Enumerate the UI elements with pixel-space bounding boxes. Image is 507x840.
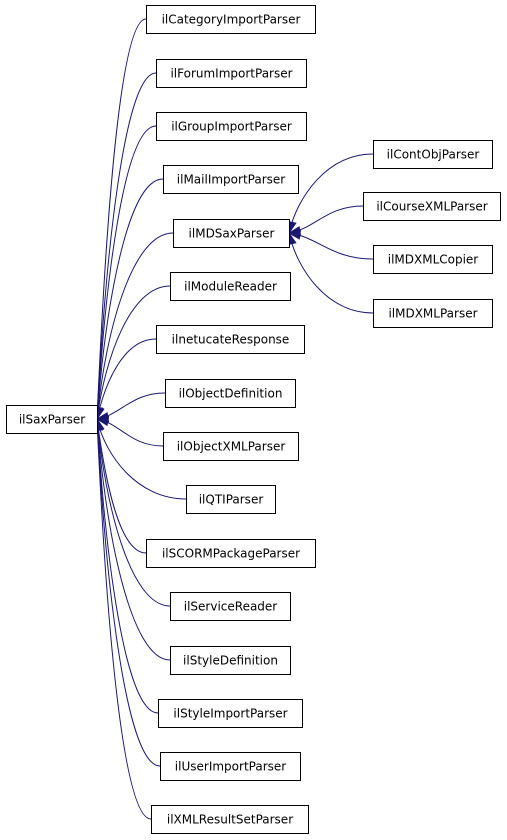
edge-il-xml-result-set-parser-to-il-sax-parser (96, 418, 152, 820)
node-label: ilQTIParser (199, 493, 264, 507)
node-label: ilMailImportParser (177, 173, 285, 187)
nodes-layer: ilSaxParser ilCategoryImportParser ilForum… (6, 5, 501, 834)
edge-il-group-import-parser-to-il-sax-parser (96, 125, 157, 420)
edge-il-qti-parser-to-il-sax-parser (96, 418, 187, 500)
edge-il-category-import-parser-to-il-sax-parser (96, 18, 147, 420)
node-il-group-import-parser[interactable]: ilGroupImportParser (156, 112, 307, 141)
node-label: ilForumImportParser (170, 67, 292, 81)
node-box (373, 245, 493, 274)
edge-il-mdxml-parser-to-il-md-sax-parser (288, 232, 374, 314)
arrowhead-icon (287, 229, 302, 240)
node-il-mdxml-copier[interactable]: ilMDXMLCopier (373, 245, 493, 274)
node-label: ilCategoryImportParser (162, 13, 301, 27)
edge-il-style-import-parser-to-il-sax-parser (96, 418, 159, 714)
node-box (186, 485, 276, 514)
arrowhead-icon (95, 415, 110, 427)
edge-il-style-definition-to-il-sax-parser (96, 418, 171, 661)
node-box (156, 112, 307, 141)
node-il-cont-obj-parser[interactable]: ilContObjParser (373, 140, 493, 169)
node-il-xml-result-set-parser[interactable]: ilXMLResultSetParser (151, 805, 309, 834)
edge-il-course-xml-parser-to-il-md-sax-parser (288, 205, 364, 234)
node-label: ilSCORMPackageParser (162, 547, 300, 561)
node-box (151, 805, 309, 834)
node-label: ilMDXMLCopier (388, 253, 479, 267)
node-il-category-import-parser[interactable]: ilCategoryImportParser (146, 5, 316, 34)
node-box (156, 59, 307, 88)
node-il-mdxml-parser[interactable]: ilMDXMLParser (373, 299, 493, 328)
node-il-service-reader[interactable]: ilServiceReader (170, 592, 291, 621)
node-box (156, 325, 305, 354)
node-label: ilModuleReader (184, 280, 277, 294)
node-box (158, 699, 303, 728)
node-box (363, 192, 501, 221)
node-box (173, 219, 290, 248)
node-label: ilCourseXMLParser (376, 200, 487, 214)
node-il-object-definition[interactable]: ilObjectDefinition (165, 379, 296, 408)
node-box (165, 379, 296, 408)
node-label: ilObjectDefinition (179, 387, 283, 401)
node-box (160, 752, 301, 781)
node-il-sax-parser[interactable]: ilSaxParser (6, 405, 98, 434)
node-label: ilStyleImportParser (173, 707, 287, 721)
node-label: ilMDSaxParser (189, 227, 275, 241)
node-box (373, 299, 493, 328)
node-il-style-definition[interactable]: ilStyleDefinition (170, 646, 291, 675)
node-box (163, 165, 299, 194)
edge-il-service-reader-to-il-sax-parser (96, 418, 171, 607)
node-il-user-import-parser[interactable]: ilUserImportParser (160, 752, 301, 781)
node-il-object-xml-parser[interactable]: ilObjectXMLParser (163, 432, 299, 461)
node-il-course-xml-parser[interactable]: ilCourseXMLParser (363, 192, 501, 221)
edge-il-mail-import-parser-to-il-sax-parser (96, 178, 164, 420)
node-il-forum-import-parser[interactable]: ilForumImportParser (156, 59, 307, 88)
edge-il-mdxml-copier-to-il-md-sax-parser (288, 232, 374, 260)
edge-il-cont-obj-parser-to-il-md-sax-parser (288, 153, 374, 234)
edge-il-forum-import-parser-to-il-sax-parser (96, 72, 157, 420)
node-label: ilnetucateResponse (172, 333, 290, 347)
node-box (163, 432, 299, 461)
node-il-qti-parser[interactable]: ilQTIParser (186, 485, 276, 514)
node-label: ilServiceReader (184, 600, 278, 614)
node-box (6, 405, 98, 434)
node-il-module-reader[interactable]: ilModuleReader (170, 272, 291, 301)
node-label: ilXMLResultSetParser (167, 813, 293, 827)
edge-il-scorm-package-parser-to-il-sax-parser (96, 418, 147, 554)
node-label: ilGroupImportParser (171, 120, 292, 134)
node-box (373, 140, 493, 169)
node-il-mail-import-parser[interactable]: ilMailImportParser (163, 165, 299, 194)
edge-il-md-sax-parser-to-il-sax-parser (96, 232, 174, 420)
node-label: ilObjectXMLParser (177, 440, 286, 454)
node-label: ilContObjParser (387, 148, 480, 162)
node-il-md-sax-parser[interactable]: ilMDSaxParser (173, 219, 290, 248)
node-label: ilUserImportParser (175, 760, 286, 774)
node-box (170, 592, 291, 621)
node-label: ilSaxParser (19, 413, 85, 427)
node-box (170, 272, 291, 301)
node-label: ilMDXMLParser (388, 307, 477, 321)
node-il-scorm-package-parser[interactable]: ilSCORMPackageParser (146, 539, 316, 568)
node-label: ilStyleDefinition (183, 654, 278, 668)
node-ilnetucate-response[interactable]: ilnetucateResponse (156, 325, 305, 354)
edge-il-module-reader-to-il-sax-parser (96, 285, 171, 420)
node-box (146, 5, 316, 34)
node-il-style-import-parser[interactable]: ilStyleImportParser (158, 699, 303, 728)
edge-il-user-import-parser-to-il-sax-parser (96, 418, 161, 767)
edge-ilnetucate-response-to-il-sax-parser (96, 338, 157, 420)
node-box (170, 646, 291, 675)
node-box (146, 539, 316, 568)
